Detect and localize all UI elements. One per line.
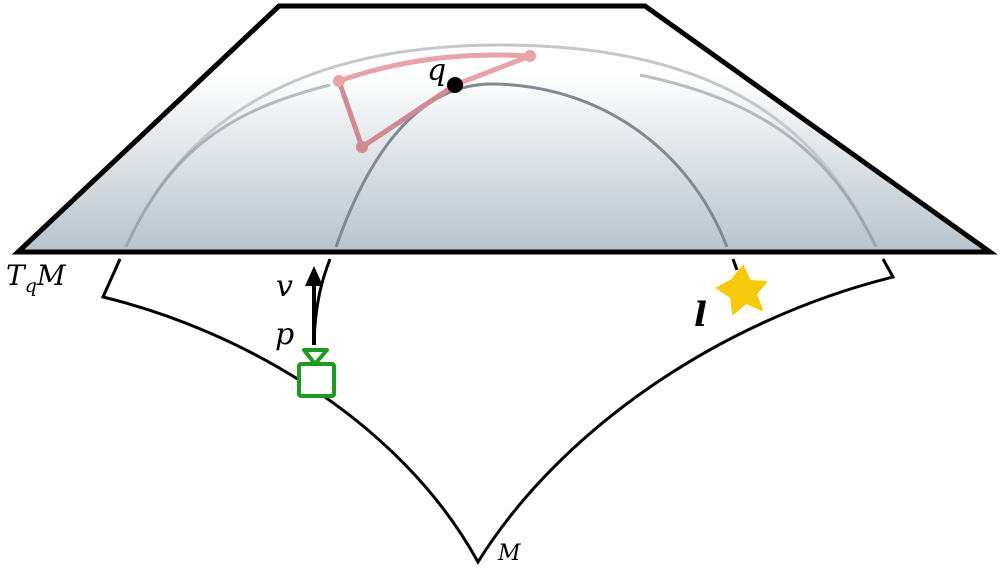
path-segment-right [452, 53, 533, 88]
point-p-label: p [275, 317, 294, 352]
tangent-plane-label: TqM [6, 259, 67, 297]
path-segment-top [336, 52, 533, 84]
light-star-shape [716, 265, 767, 315]
camera-body [297, 362, 336, 398]
manifold-surface [100, 258, 896, 565]
camera-lens [302, 348, 329, 366]
geodesic-outer-arc-right [639, 73, 878, 248]
camera-icon [297, 348, 336, 398]
tangent-plane-shape [11, 3, 998, 255]
point-q-label: q [427, 53, 446, 88]
star-light-icon: l [694, 265, 767, 335]
tangent-plane: q [11, 3, 998, 255]
path-segment-diagonal [359, 82, 458, 150]
path-segment-left [336, 78, 365, 150]
manifold-outline [100, 258, 896, 565]
path-vertex [356, 141, 368, 153]
vector-v-label: v [276, 269, 293, 304]
path-vertex [524, 50, 536, 62]
geodesic-outer-arc-lower [124, 83, 331, 248]
vector-v: v [276, 266, 323, 345]
path-vertex [333, 75, 345, 87]
vector-v-arrowhead [305, 266, 323, 286]
point-q [447, 77, 463, 93]
light-l-label: l [694, 295, 707, 335]
geodesic-inner-arc [334, 82, 729, 248]
manifold-edge-right-dash [731, 258, 739, 271]
geodesic-outer-arc [124, 43, 878, 248]
manifold-label: M [497, 541, 521, 566]
path-polyline [333, 50, 536, 153]
